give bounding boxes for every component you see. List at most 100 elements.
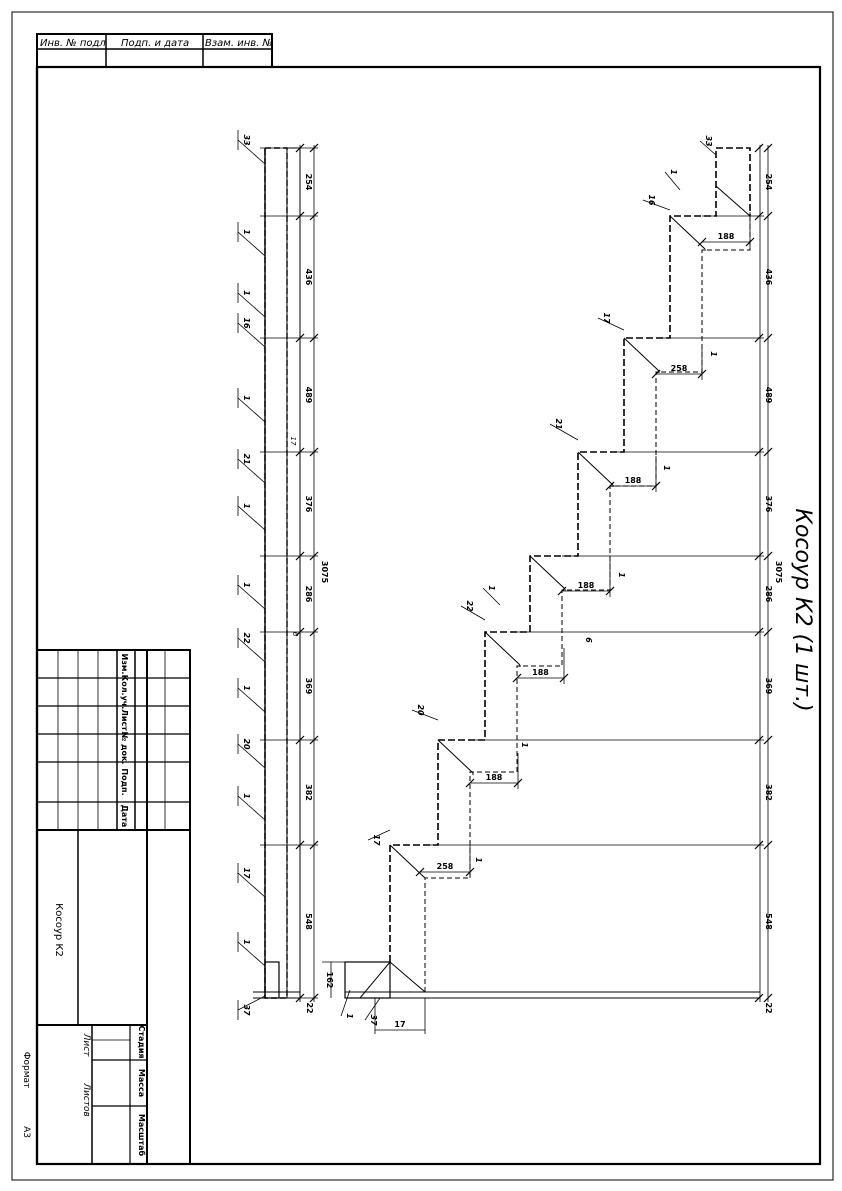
stair-leader-line — [699, 140, 717, 156]
stair-part-label: 1 — [709, 351, 718, 357]
stair-part-label: 22 — [465, 600, 474, 612]
stamp-sign-label: Подп. и дата — [121, 38, 189, 49]
stair-part-label: 1 — [617, 572, 626, 578]
tread-dim-text: 258 — [671, 364, 688, 373]
side-segment-dim: 548 — [304, 913, 313, 930]
stair-step-diagonal — [529, 555, 566, 590]
side-dim-slash — [295, 627, 305, 637]
side-leader-line — [237, 687, 266, 713]
stair-riser-dim: 489 — [764, 387, 773, 404]
side-inline-mark-6: 6 — [291, 632, 299, 637]
side-leader-line — [237, 872, 266, 898]
title-block-drawing-name: Косоур К2 — [53, 903, 64, 957]
side-dim-slash — [295, 840, 305, 850]
rev-col-list: Лист — [120, 709, 129, 731]
scale-label: Масштаб — [137, 1114, 147, 1157]
side-part-label: 1 — [242, 503, 251, 509]
stage-label: Стадия — [137, 1025, 146, 1058]
side-leader-line — [237, 505, 266, 531]
tread-dim-text: 188 — [625, 476, 642, 485]
side-part-label: 1 — [242, 229, 251, 235]
stair-dim-slash — [754, 993, 764, 1003]
stair-leader-line — [642, 199, 671, 211]
side-leader-line — [237, 231, 266, 257]
stair-part-label: 1 — [487, 585, 496, 591]
stair-leader-line — [597, 317, 625, 331]
side-leader-line — [237, 292, 266, 318]
side-part-label: 20 — [242, 738, 251, 750]
top-stamp: Инв. № подл Подп. и дата Взам. инв. № — [36, 33, 273, 68]
drawing-frame — [35, 65, 822, 1166]
tread-dim-text: 188 — [486, 773, 503, 782]
stair-riser-dim: 254 — [764, 174, 773, 191]
stair-riser-dim: 369 — [764, 678, 773, 695]
side-leader-line — [237, 941, 266, 967]
stair-base-height: 162 — [325, 972, 334, 989]
side-part-label: 1 — [242, 395, 251, 401]
side-leader-line — [237, 795, 266, 821]
drawing-title: Косоур К2 (1 шт.) — [790, 508, 815, 711]
side-segment-dim: 286 — [304, 586, 313, 603]
stamp-inv-label: Инв. № подл — [40, 38, 106, 49]
stair-part-label: 17 — [602, 312, 611, 324]
tread-dim-text: 188 — [578, 581, 595, 590]
stair-total-dim: 3075 — [774, 561, 783, 584]
side-beam-outline — [264, 147, 288, 999]
stair-outline — [389, 147, 751, 962]
stair-leader-line — [664, 171, 681, 191]
side-dim-slash — [309, 735, 319, 745]
stair-riser-dim: 286 — [764, 586, 773, 603]
mass-label: Масса — [137, 1069, 146, 1097]
side-beam-flange — [286, 147, 301, 999]
side-dim-slash — [295, 551, 305, 561]
side-dim-slash — [295, 211, 305, 221]
stair-riser-dim: 548 — [764, 913, 773, 930]
side-part-label: 1 — [242, 793, 251, 799]
stair-part-label: 37 — [369, 1014, 378, 1026]
side-part-label: 1 — [242, 290, 251, 296]
side-inline-mark-17: 17 — [289, 437, 297, 446]
side-dim-slash — [309, 211, 319, 221]
side-leader-line — [237, 322, 266, 348]
stair-part-label: 17 — [372, 834, 381, 846]
stair-riser-dim: 376 — [764, 496, 773, 513]
stair-dim-slash — [763, 735, 773, 745]
stair-dim-slash — [754, 143, 764, 153]
rev-col-izm: Изм. — [120, 654, 129, 675]
side-part-label: 33 — [242, 134, 251, 146]
tread-dim-text: 188 — [532, 668, 549, 677]
stair-leader-line — [549, 423, 579, 441]
stair-dim-slash — [763, 840, 773, 850]
side-part-label: 1 — [242, 685, 251, 691]
stair-dim-slash — [763, 211, 773, 221]
format-value: А3 — [21, 1126, 31, 1138]
stair-base-block — [344, 961, 391, 999]
side-segment-dim: 489 — [304, 387, 313, 404]
stair-leader-line — [340, 989, 351, 1017]
tread-dim-text: 258 — [437, 862, 454, 871]
side-leader-line — [237, 995, 266, 1011]
side-dim-slash — [309, 840, 319, 850]
side-dim-slash — [309, 993, 319, 1003]
stair-dim-slash — [763, 447, 773, 457]
stair-part-label: 33 — [704, 135, 713, 147]
side-segment-dim: 382 — [304, 784, 313, 801]
title-block: Изм. Кол.уч. Лист № док. Подп. Дата Косо… — [36, 649, 191, 1165]
stair-step-diagonal — [437, 739, 474, 774]
side-leader-line — [237, 139, 266, 165]
side-segment-dim: 254 — [304, 174, 313, 191]
side-dim-slash — [295, 735, 305, 745]
format-label: Формат — [21, 1052, 31, 1089]
stair-leader-line — [367, 829, 391, 841]
stair-dim-slash — [763, 627, 773, 637]
side-dim-slash — [309, 333, 319, 343]
side-part-label: 1 — [242, 582, 251, 588]
stair-riser-dim: 382 — [764, 784, 773, 801]
tread-dim-text: 188 — [718, 232, 735, 241]
stamp-replace-label: Взам. инв. № — [205, 38, 273, 49]
stair-dim-slash — [763, 993, 773, 1003]
stair-part-label: 1 — [474, 857, 483, 863]
stair-part-label: 1 — [662, 465, 671, 471]
rev-col-sign: Подп. — [120, 768, 129, 795]
